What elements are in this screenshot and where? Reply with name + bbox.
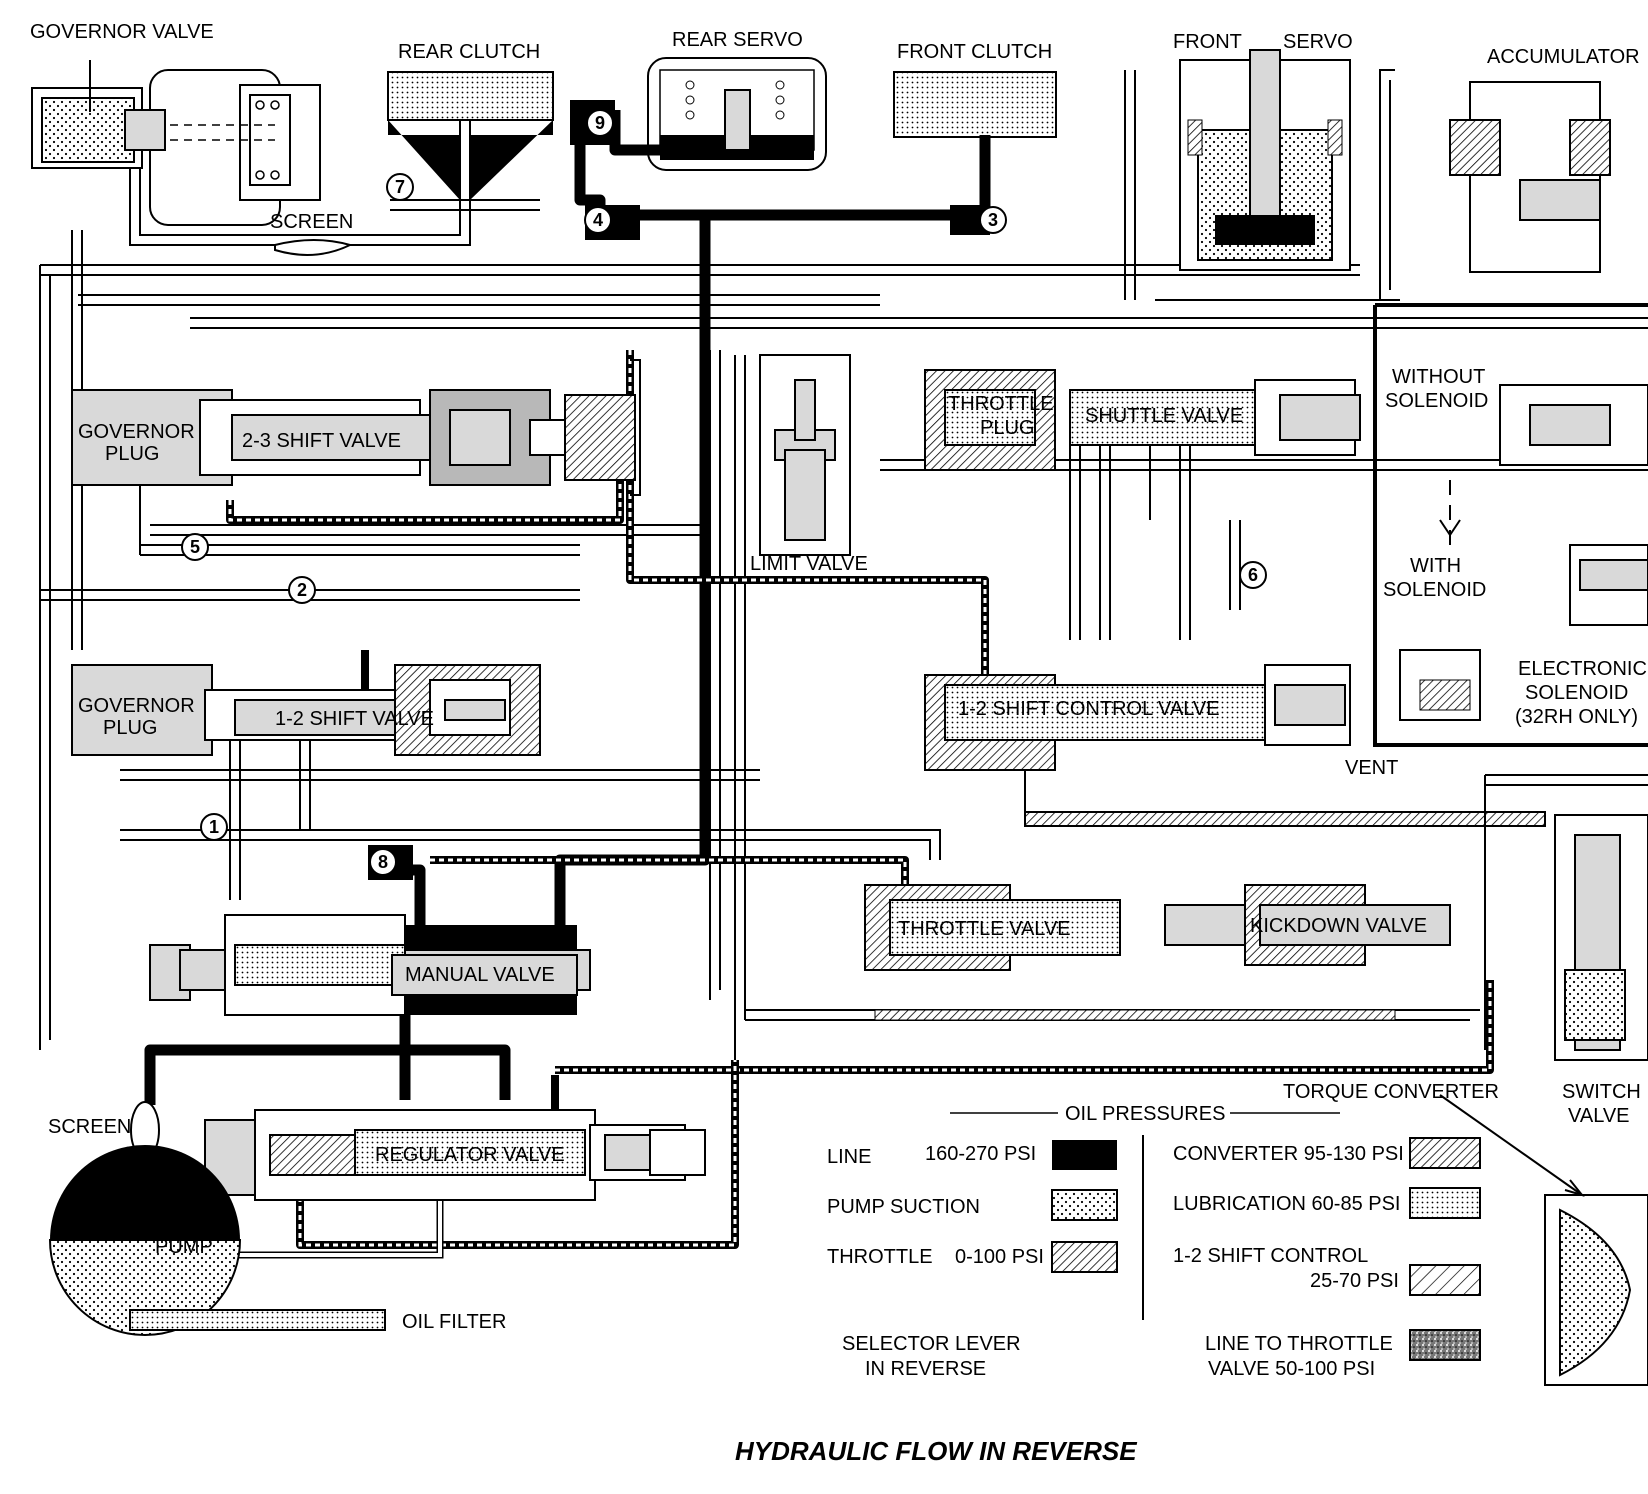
ball-checks: 1 2 3 4 5 6 7 8 9 — [181, 100, 1267, 880]
ball-check-1: 1 — [209, 817, 219, 837]
governor-plug-top-label-b: PLUG — [105, 443, 159, 465]
shift-valve-12: GOVERNOR PLUG 1-2 SHIFT VALVE — [71, 664, 541, 756]
vent-label: VENT — [1345, 757, 1398, 779]
legend-line-label: LINE — [827, 1146, 871, 1168]
front-clutch-label: FRONT CLUTCH — [897, 41, 1052, 63]
legend-swatch-suction — [1051, 1189, 1118, 1221]
manual-valve: MANUAL VALVE — [149, 914, 591, 1016]
shift-valve-23-label: 2-3 SHIFT VALVE — [242, 430, 401, 452]
selector-line-2: IN REVERSE — [865, 1358, 986, 1380]
ball-check-6: 6 — [1248, 565, 1258, 585]
governor-plug-bottom-label-b: PLUG — [103, 717, 157, 739]
throttle-plug-label-a: THROTTLE — [948, 393, 1054, 415]
rear-servo-label: REAR SERVO — [672, 29, 803, 51]
electronic-solenoid-label-b: SOLENOID — [1525, 682, 1628, 704]
regulator-valve: REGULATOR VALVE — [204, 1109, 706, 1201]
manual-valve-label: MANUAL VALVE — [405, 964, 555, 986]
accumulator: ACCUMULATOR — [1449, 46, 1640, 273]
switch-valve: SWITCH VALVE — [1554, 814, 1648, 1127]
legend-line-to-throttle-b: VALVE 50-100 PSI — [1208, 1358, 1375, 1380]
electronic-solenoid-label-c: (32RH ONLY) — [1515, 706, 1638, 728]
shuttle-valve-label: SHUTTLE VALVE — [1085, 405, 1243, 427]
selector-line-1: SELECTOR LEVER — [842, 1333, 1021, 1355]
governor-plug-bottom-label-a: GOVERNOR — [78, 695, 195, 717]
electronic-solenoid-label-a: ELECTRONIC — [1518, 658, 1647, 680]
legend-swatch-lubrication — [1409, 1187, 1481, 1219]
shuttle-valve: THROTTLE PLUG SHUTTLE VALVE — [924, 369, 1361, 471]
legend-swatch-throttle — [1051, 1241, 1118, 1273]
screen-top: SCREEN — [270, 211, 353, 256]
without-solenoid-label-a: WITHOUT — [1392, 366, 1485, 388]
governor-plug-top-label-a: GOVERNOR — [78, 421, 195, 443]
legend-line-value: 160-270 PSI — [925, 1143, 1036, 1165]
governor-valve: GOVERNOR VALVE — [30, 21, 321, 226]
ball-check-2: 2 — [297, 580, 307, 600]
diagram-title: HYDRAULIC FLOW IN REVERSE — [735, 1436, 1137, 1466]
ball-check-3: 3 — [988, 210, 998, 230]
throttle-valve-label: THROTTLE VALVE — [898, 918, 1071, 940]
limit-valve-label: LIMIT VALVE — [750, 553, 868, 575]
throttle-plug-label-b: PLUG — [980, 417, 1034, 439]
legend-shift-control-b: 25-70 PSI — [1310, 1270, 1399, 1292]
accumulator-label: ACCUMULATOR — [1487, 46, 1640, 68]
oil-filter-label: OIL FILTER — [402, 1311, 506, 1333]
front-clutch: FRONT CLUTCH — [893, 41, 1057, 138]
legend-throttle-value: 0-100 PSI — [955, 1246, 1044, 1268]
with-solenoid-label-a: WITH — [1410, 555, 1461, 577]
legend: OIL PRESSURES LINE 160-270 PSI PUMP SUCT… — [827, 1103, 1481, 1380]
torque-converter: TORQUE CONVERTER — [1283, 1081, 1648, 1386]
shift-control-valve-12: 1-2 SHIFT CONTROL VALVE VENT — [924, 664, 1398, 779]
legend-swatch-line — [1052, 1140, 1117, 1170]
legend-converter: CONVERTER 95-130 PSI — [1173, 1143, 1404, 1165]
line-pressure-paths — [144, 105, 991, 1211]
screen-bottom-label: SCREEN — [48, 1116, 131, 1138]
switch-valve-label-b: VALVE — [1568, 1105, 1630, 1127]
rear-servo: REAR SERVO — [647, 29, 827, 171]
front-servo-label-a: FRONT — [1173, 31, 1242, 53]
shift-valve-12-label: 1-2 SHIFT VALVE — [275, 708, 434, 730]
throttle-kickdown-valve: THROTTLE VALVE KICKDOWN VALVE — [864, 884, 1451, 971]
switch-valve-label-a: SWITCH — [1562, 1081, 1641, 1103]
ball-check-7: 7 — [395, 177, 405, 197]
legend-pump-suction: PUMP SUCTION — [827, 1196, 980, 1218]
legend-line-to-throttle-a: LINE TO THROTTLE — [1205, 1333, 1393, 1355]
ball-check-8: 8 — [378, 852, 388, 872]
with-solenoid-label-b: SOLENOID — [1383, 579, 1486, 601]
rear-clutch: REAR CLUTCH — [387, 41, 554, 200]
legend-swatch-converter — [1409, 1137, 1481, 1169]
pump-label: PUMP — [155, 1236, 213, 1258]
legend-shift-control-a: 1-2 SHIFT CONTROL — [1173, 1245, 1368, 1267]
torque-converter-label: TORQUE CONVERTER — [1283, 1081, 1499, 1103]
solenoid-area: WITHOUT SOLENOID WITH SOLENOID ELECTRONI… — [1373, 303, 1648, 747]
ball-check-9: 9 — [595, 113, 605, 133]
legend-swatch-shift-control — [1409, 1264, 1481, 1296]
shift-valve-23: GOVERNOR PLUG 2-3 SHIFT VALVE — [71, 359, 641, 496]
screen-top-label: SCREEN — [270, 211, 353, 233]
shift-control-valve-12-label: 1-2 SHIFT CONTROL VALVE — [958, 698, 1220, 720]
legend-throttle-label: THROTTLE — [827, 1246, 933, 1268]
rear-clutch-label: REAR CLUTCH — [398, 41, 540, 63]
legend-heading: OIL PRESSURES — [1065, 1103, 1225, 1125]
front-servo-label-b: SERVO — [1283, 31, 1353, 53]
governor-valve-label: GOVERNOR VALVE — [30, 21, 214, 43]
pump-assembly: SCREEN PUMP OIL FILTER — [48, 1101, 506, 1336]
without-solenoid-label-b: SOLENOID — [1385, 390, 1488, 412]
kickdown-valve-label: KICKDOWN VALVE — [1250, 915, 1427, 937]
front-servo: FRONT SERVO — [1173, 31, 1353, 271]
ball-check-5: 5 — [190, 537, 200, 557]
ball-check-4: 4 — [593, 210, 603, 230]
regulator-valve-label: REGULATOR VALVE — [375, 1144, 565, 1166]
limit-valve: LIMIT VALVE — [750, 354, 868, 575]
legend-lubrication: LUBRICATION 60-85 PSI — [1173, 1193, 1400, 1215]
legend-swatch-line-to-throttle — [1409, 1329, 1481, 1361]
